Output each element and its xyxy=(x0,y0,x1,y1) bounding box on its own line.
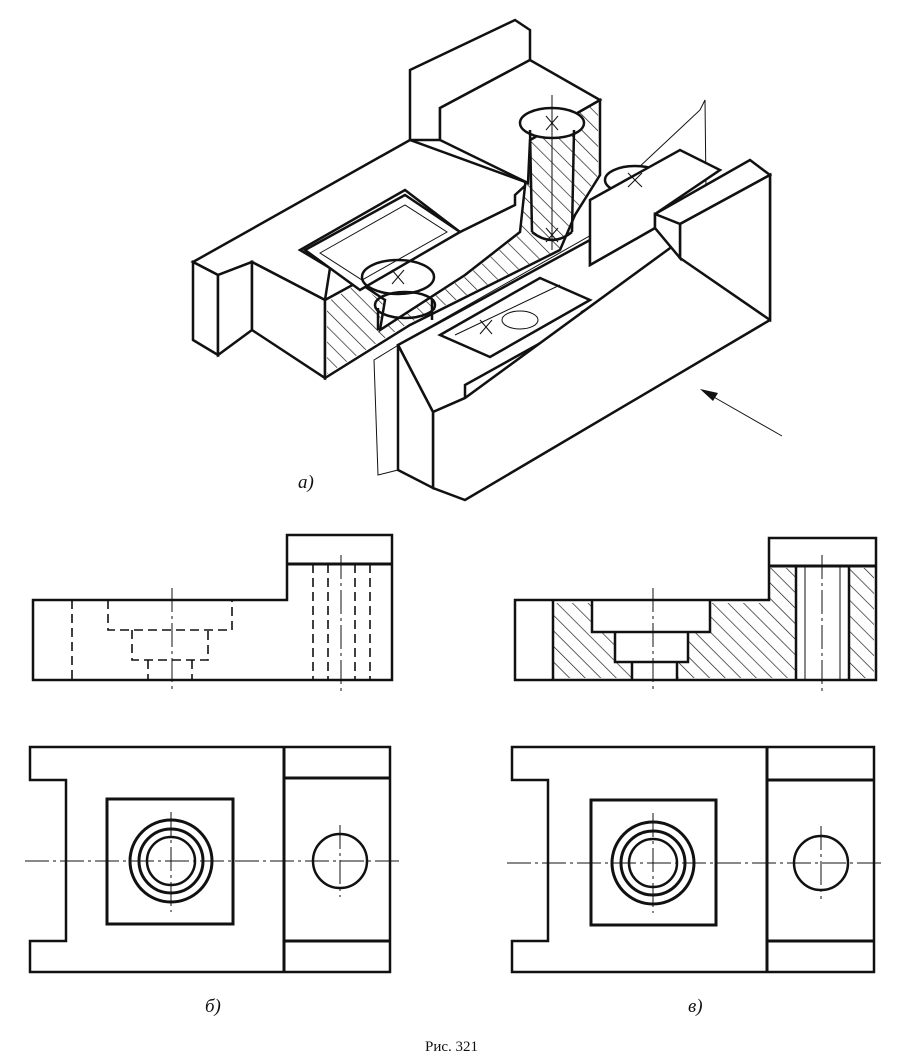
label-view-b: б) xyxy=(205,996,221,1017)
label-view-v: в) xyxy=(688,996,703,1017)
view-direction-arrow xyxy=(700,389,783,437)
top-view-right xyxy=(507,745,884,974)
isometric-back-half xyxy=(190,18,603,381)
centre-marks xyxy=(391,115,643,335)
top-view-left xyxy=(25,745,400,974)
front-view-hidden xyxy=(31,533,394,693)
isometric-front-half xyxy=(396,148,773,502)
label-view-a: а) xyxy=(298,472,314,493)
isometric-view: а) xyxy=(190,18,783,502)
figure-caption: Рис. 321 xyxy=(425,1039,478,1055)
front-view-section xyxy=(513,536,878,693)
